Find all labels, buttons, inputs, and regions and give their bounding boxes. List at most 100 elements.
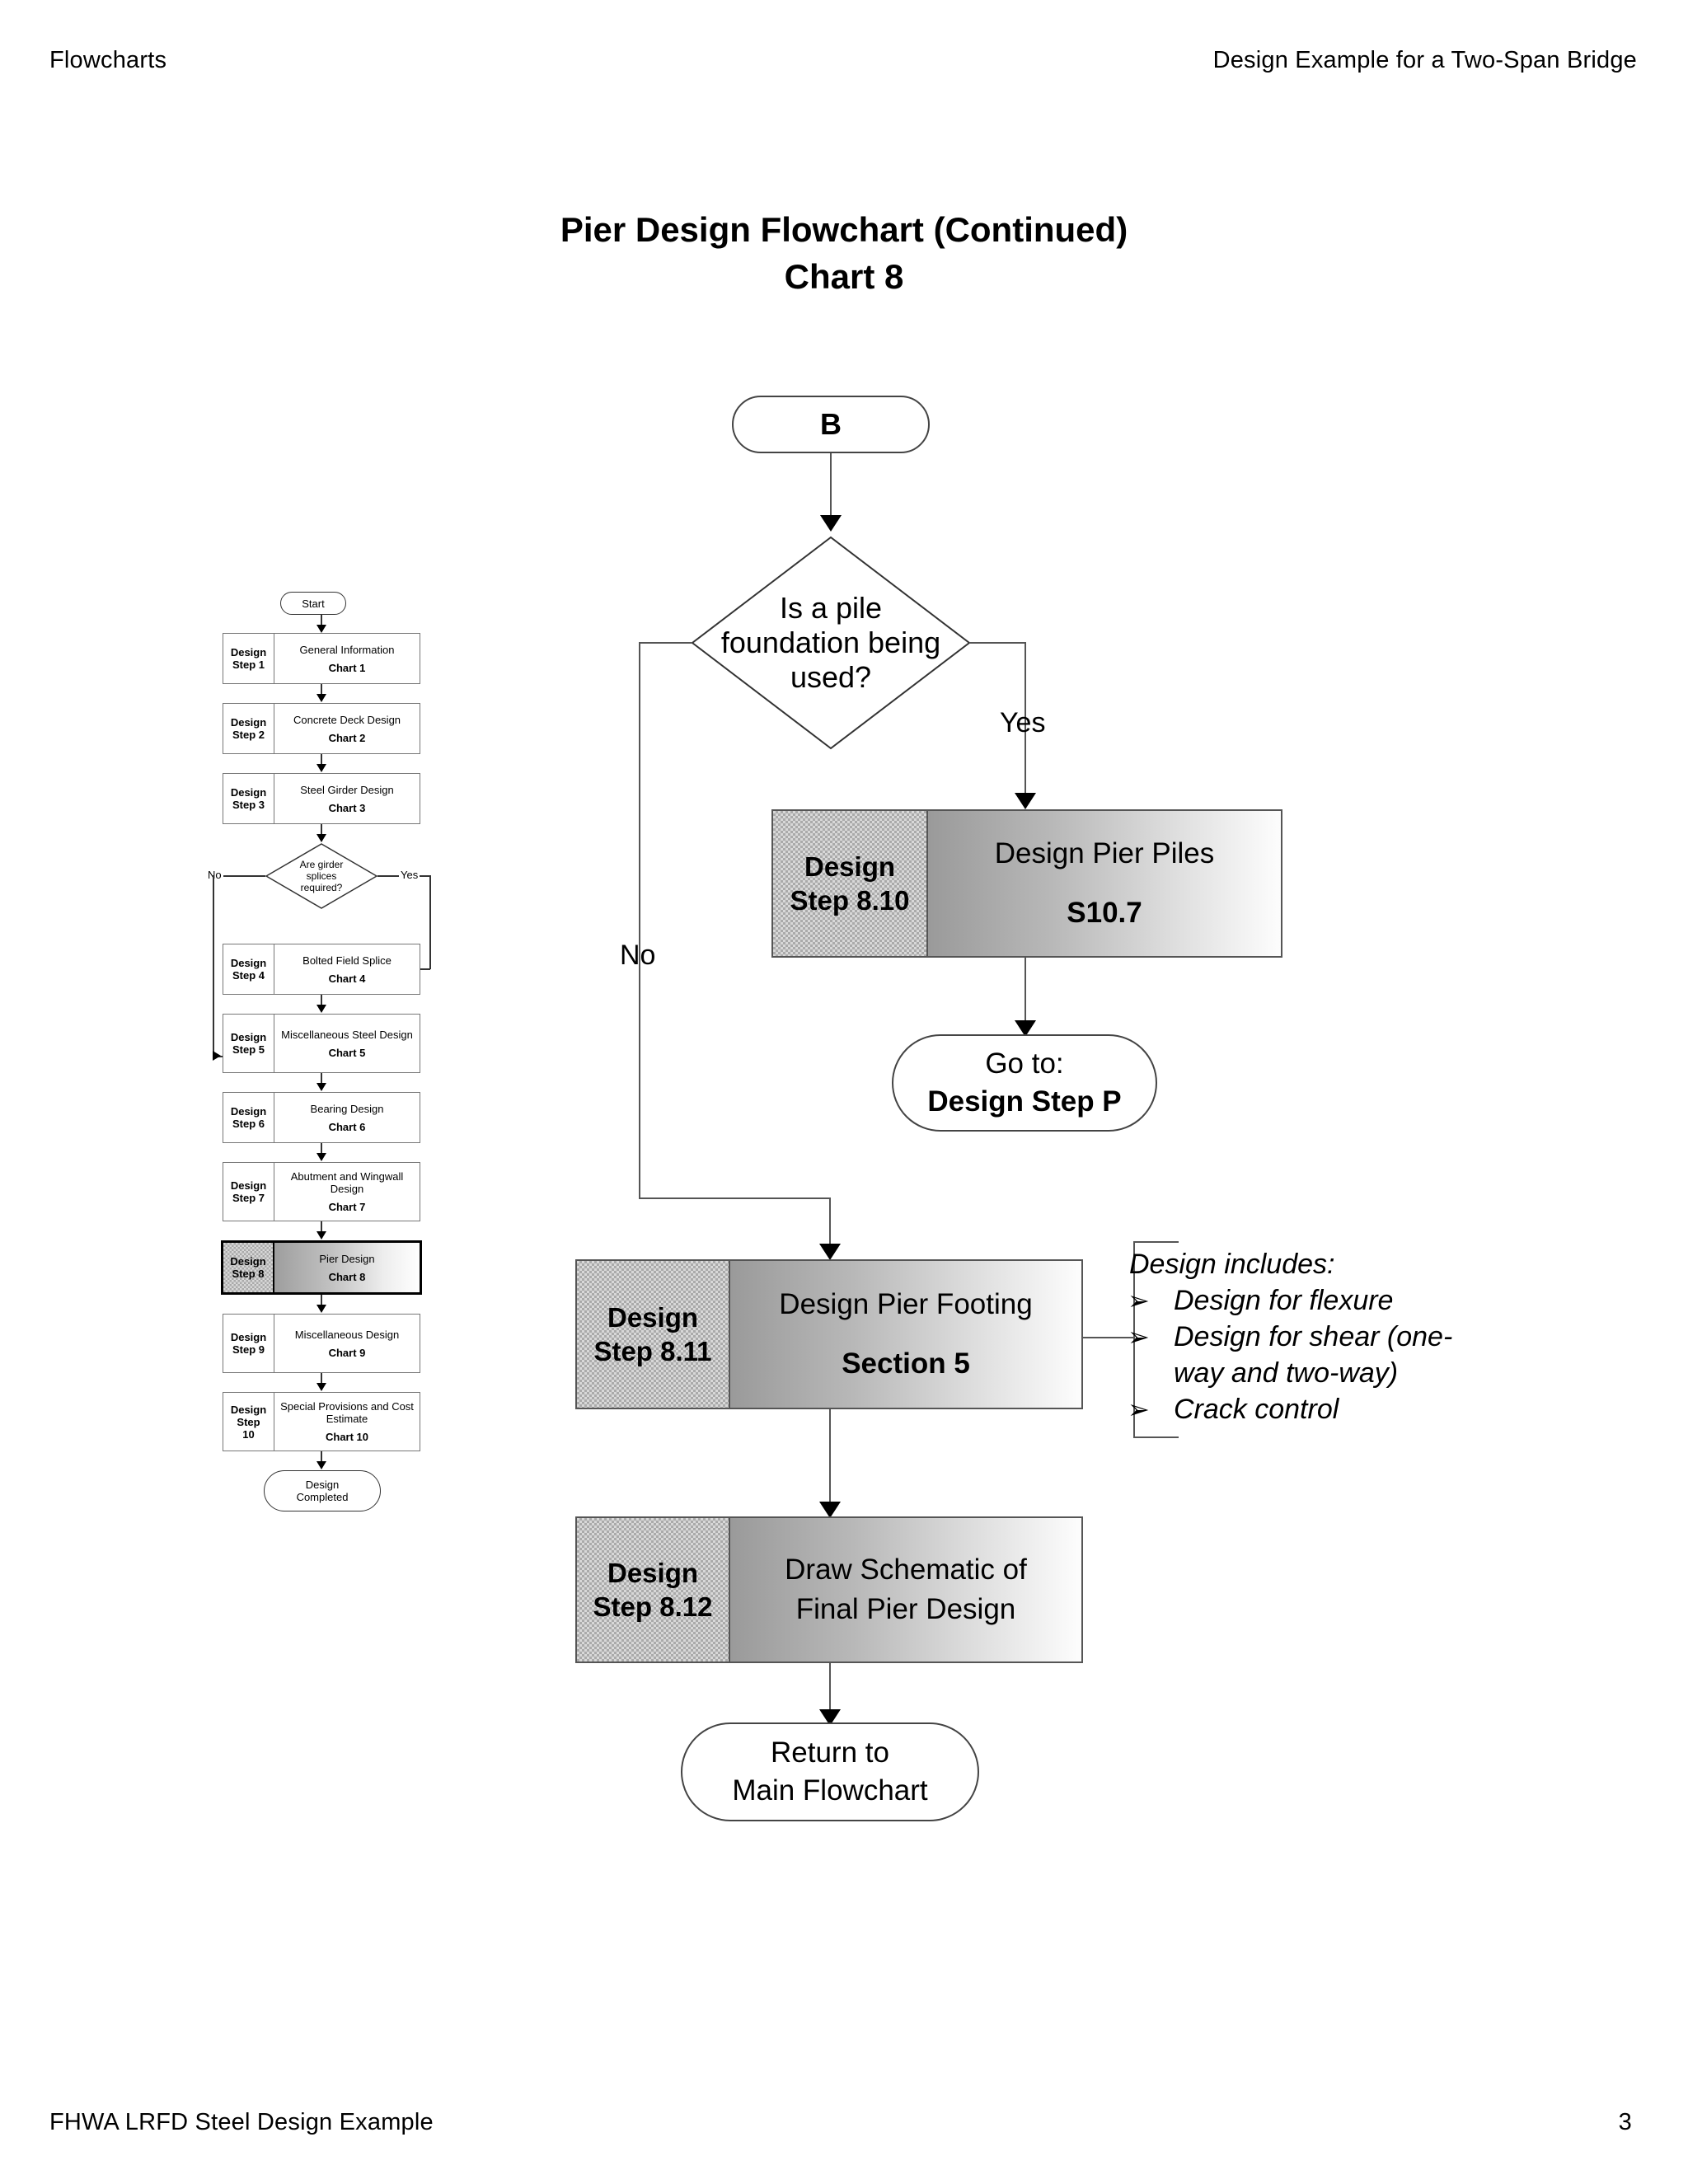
sidebar-step-4[interactable]: Design Step 4 Bolted Field Splice Chart … xyxy=(223,944,420,995)
mini-connector xyxy=(321,1373,322,1385)
sidebar-step-5-body: Miscellaneous Steel Design Chart 5 xyxy=(281,1028,413,1059)
sidebar-step-6-stub: Design Step 6 xyxy=(223,1093,274,1142)
arrow-down-icon xyxy=(1015,1020,1036,1037)
sidebar-step-4-stub: Design Step 4 xyxy=(223,944,274,994)
note-item-text: Design for flexure xyxy=(1174,1285,1394,1316)
no-branch-h2 xyxy=(639,1197,830,1199)
sidebar-step-7-body: Abutment and Wingwall Design Chart 7 xyxy=(290,1170,404,1213)
sidebar-step-7-stub: Design Step 7 xyxy=(223,1163,274,1221)
sidebar-step-2[interactable]: Design Step 2 Concrete Deck Design Chart… xyxy=(223,703,420,754)
connector-812-to-return xyxy=(829,1663,831,1714)
no-branch-v xyxy=(639,642,640,1199)
sidebar-step-1[interactable]: Design Step 1 General Information Chart … xyxy=(223,633,420,684)
edge-label-yes: Yes xyxy=(1000,707,1046,738)
sidebar-step-1-stub: Design Step 1 xyxy=(223,634,274,683)
arrow-down-icon xyxy=(820,515,842,532)
no-branch-h1 xyxy=(639,642,692,644)
terminator-return-main-flowchart[interactable]: Return to Main Flowchart xyxy=(681,1722,979,1821)
step-8-12-draw-schematic[interactable]: Design Step 8.12 Draw Schematic of Final… xyxy=(575,1516,1083,1663)
mini-arrow-icon xyxy=(316,1153,326,1161)
sidebar-label-no: No xyxy=(206,869,223,881)
sidebar-step-6[interactable]: Design Step 6 Bearing Design Chart 6 xyxy=(223,1092,420,1143)
diamond-shape-icon xyxy=(265,843,377,909)
mini-arrow-icon xyxy=(316,834,326,842)
mini-no-branch-h xyxy=(213,875,265,877)
mini-connector xyxy=(321,824,322,836)
page-title: Pier Design Flowchart (Continued) xyxy=(560,210,1128,249)
step-8-12-body: Draw Schematic of Final Pier Design xyxy=(730,1518,1081,1661)
sidebar-step-1-body: General Information Chart 1 xyxy=(299,643,395,674)
note-item: ➢ Crack control xyxy=(1128,1391,1482,1427)
running-head-right: Design Example for a Two-Span Bridge xyxy=(1212,47,1637,73)
mini-arrow-icon xyxy=(316,625,326,633)
yes-branch-h xyxy=(970,642,1026,644)
sidebar-step-9[interactable]: Design Step 9 Miscellaneous Design Chart… xyxy=(223,1314,420,1373)
sidebar-step-7[interactable]: Design Step 7 Abutment and Wingwall Desi… xyxy=(223,1162,420,1221)
sidebar-step-2-body: Concrete Deck Design Chart 2 xyxy=(293,713,401,744)
mini-arrow-icon xyxy=(316,764,326,772)
return-text: Return to Main Flowchart xyxy=(732,1736,928,1807)
connector-b-to-decision xyxy=(830,453,832,521)
mini-connector xyxy=(321,1221,322,1233)
arrow-bullet-icon: ➢ xyxy=(1128,1322,1150,1352)
sidebar-step-9-stub: Design Step 9 xyxy=(223,1315,274,1372)
mini-connector xyxy=(321,1143,322,1155)
connector-to-811 xyxy=(829,1197,831,1249)
note-bracket-icon xyxy=(1133,1241,1179,1438)
sidebar-step-3[interactable]: Design Step 3 Steel Girder Design Chart … xyxy=(223,773,420,824)
terminator-goto-design-step-p[interactable]: Go to: Design Step P xyxy=(892,1034,1157,1132)
page-number: 3 xyxy=(1618,2109,1632,2135)
mini-connector xyxy=(321,1295,322,1306)
arrow-bullet-icon: ➢ xyxy=(1128,1394,1150,1424)
mini-arrow-icon xyxy=(316,1005,326,1013)
sidebar-step-10-stub: Design Step 10 xyxy=(223,1393,274,1451)
arrow-bullet-icon: ➢ xyxy=(1128,1286,1150,1315)
note-item: ➢ Design for flexure xyxy=(1128,1282,1482,1319)
note-design-includes: Design includes: ➢ Design for flexure ➢ … xyxy=(1128,1246,1482,1427)
step-8-11-stub: Design Step 8.11 xyxy=(577,1261,730,1408)
running-head-left: Flowcharts xyxy=(49,47,167,73)
sidebar-step-4-body: Bolted Field Splice Chart 4 xyxy=(302,954,392,985)
goto-text: Go to: Design Step P xyxy=(927,1047,1122,1118)
connector-810-to-goto xyxy=(1025,958,1026,1026)
sidebar-step-8-current[interactable]: Design Step 8 Pier Design Chart 8 xyxy=(221,1240,422,1295)
sidebar-decision-text: Are girder splices required? xyxy=(299,859,344,893)
sidebar-step-3-body: Steel Girder Design Chart 3 xyxy=(300,783,394,814)
mini-design-completed-terminator[interactable]: Design Completed xyxy=(264,1470,381,1511)
sidebar-step-3-stub: Design Step 3 xyxy=(223,774,274,823)
mini-arrow-icon xyxy=(316,1305,326,1313)
mini-connector xyxy=(321,754,322,766)
mini-connector xyxy=(321,615,322,626)
page-subtitle: Chart 8 xyxy=(784,257,904,296)
sidebar-step-10[interactable]: Design Step 10 Special Provisions and Co… xyxy=(223,1392,420,1451)
sidebar-decision-girder-splices[interactable]: Are girder splices required? xyxy=(265,843,377,909)
mini-arrow-icon xyxy=(316,1083,326,1091)
note-item-text: Crack control xyxy=(1174,1394,1339,1425)
mini-arrow-icon xyxy=(316,1461,326,1469)
step-8-10-stub: Design Step 8.10 xyxy=(773,811,928,956)
sidebar-step-8-body: Pier Design Chart 8 xyxy=(274,1243,420,1292)
note-header: Design includes: xyxy=(1129,1249,1335,1280)
step-8-10-design-pier-piles[interactable]: Design Step 8.10 Design Pier Piles S10.7 xyxy=(771,809,1282,958)
edge-label-no: No xyxy=(620,940,656,971)
sidebar-step-2-stub: Design Step 2 xyxy=(223,704,274,753)
mini-start-terminator[interactable]: Start xyxy=(280,592,346,615)
sidebar-step-5[interactable]: Design Step 5 Miscellaneous Steel Design… xyxy=(223,1014,420,1073)
sidebar-step-10-body: Special Provisions and Cost Estimate Cha… xyxy=(280,1400,414,1443)
decision-pile-foundation[interactable]: Is a pile foundation being used? xyxy=(691,536,971,750)
mini-no-branch-v xyxy=(213,875,214,1057)
arrow-down-icon xyxy=(819,1709,841,1726)
terminator-b[interactable]: B xyxy=(732,396,930,453)
arrow-down-icon xyxy=(819,1244,841,1260)
mini-arrow-icon xyxy=(316,1231,326,1240)
note-leader-line xyxy=(1083,1337,1134,1338)
decision-text: Is a pile foundation being used? xyxy=(720,591,941,694)
mini-arrow-icon xyxy=(316,694,326,702)
diamond-shape-icon xyxy=(691,536,971,750)
step-8-10-body: Design Pier Piles S10.7 xyxy=(928,811,1281,956)
step-8-11-design-pier-footing[interactable]: Design Step 8.11 Design Pier Footing Sec… xyxy=(575,1259,1083,1409)
note-item: ➢ Design for shear (one-way and two-way) xyxy=(1128,1319,1482,1391)
sidebar-step-9-body: Miscellaneous Design Chart 9 xyxy=(294,1328,400,1359)
sidebar-step-8-stub: Design Step 8 xyxy=(223,1243,274,1292)
sidebar-step-5-stub: Design Step 5 xyxy=(223,1015,274,1072)
